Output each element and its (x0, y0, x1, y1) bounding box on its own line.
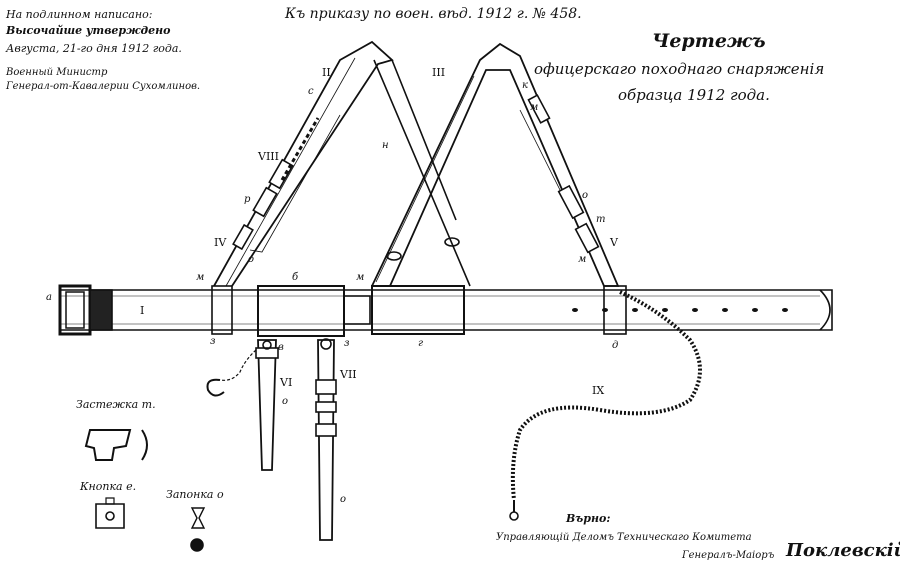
letter-p: р (244, 194, 251, 205)
signature-position: Управляющій Деломъ Техническаго Комитета (496, 532, 752, 543)
letter-n: н (382, 140, 389, 151)
sword-hanger-vii (317, 339, 335, 541)
title-subject: офицерскаго походнаго снаряженія (534, 60, 825, 78)
label-part-vi: VI (280, 376, 293, 389)
letter-v: в (278, 342, 284, 353)
shoulder-strap-left (213, 40, 394, 287)
note-original-inscription: На подлинном написано: (6, 8, 153, 21)
note-minister-name: Генерал-от-Кавалерии Сухомлинов. (6, 81, 201, 92)
belt-sword-carrier-b (257, 285, 345, 337)
button-detail (95, 503, 125, 529)
letter-d: д (612, 340, 619, 351)
letter-k: к (522, 80, 528, 91)
title-drawing: Чертежъ (652, 30, 766, 52)
hanger-chain (219, 349, 257, 381)
letter-o-right: о (582, 190, 589, 201)
letter-t: т (596, 214, 606, 225)
letter-o-vi: о (282, 396, 289, 407)
letter-o-left: о (248, 254, 255, 265)
title-model-year: образца 1912 года. (618, 86, 770, 104)
label-part-i: I (140, 304, 145, 317)
note-approval-date: Августа, 21-го дня 1912 года. (6, 42, 182, 55)
letter-m-upper: м (530, 102, 539, 113)
letter-b: б (292, 272, 299, 283)
signature-verno: Върно: (566, 512, 611, 525)
label-part-v: V (610, 236, 618, 249)
letter-a: а (46, 292, 52, 303)
letter-z: з (210, 336, 216, 347)
caption-stud: Запонка о (166, 488, 224, 501)
crossing-strap (373, 59, 471, 287)
label-part-iv: IV (214, 236, 227, 249)
order-reference: Къ приказу по воен. вѣд. 1912 г. № 458. (285, 6, 582, 22)
label-part-ix: IX (592, 384, 605, 397)
letter-m-center: м (356, 272, 365, 283)
letter-m-right: м (578, 254, 587, 265)
sword-hanger-vi (257, 339, 277, 471)
caption-button: Кнопка е. (80, 480, 137, 493)
label-part-ii: II (322, 66, 331, 79)
letter-z2: з (344, 338, 350, 349)
signature-name: Поклевскій (786, 540, 900, 561)
letter-s: с (308, 86, 314, 97)
label-part-vii: VII (340, 368, 357, 381)
whistle-cord (510, 290, 702, 501)
belt-buckle (58, 284, 92, 336)
letter-o-vii: о (340, 494, 347, 505)
caption-clasp: Застежка т. (76, 398, 156, 411)
letter-g: г (418, 338, 424, 349)
note-war-minister: Военный Министр (6, 67, 108, 78)
clasp-detail (84, 429, 132, 461)
belt-slide-g (371, 285, 465, 335)
stud-detail (190, 507, 206, 529)
label-part-iii: III (432, 66, 446, 79)
letter-m-left: м (196, 272, 205, 283)
note-approved: Высочайше утверждено (6, 24, 171, 37)
label-part-viii: VIII (258, 150, 279, 163)
shoulder-strap-right (371, 42, 620, 287)
signature-rank: Генералъ-Маіоръ (682, 550, 775, 561)
belt-slide-z (211, 285, 233, 335)
